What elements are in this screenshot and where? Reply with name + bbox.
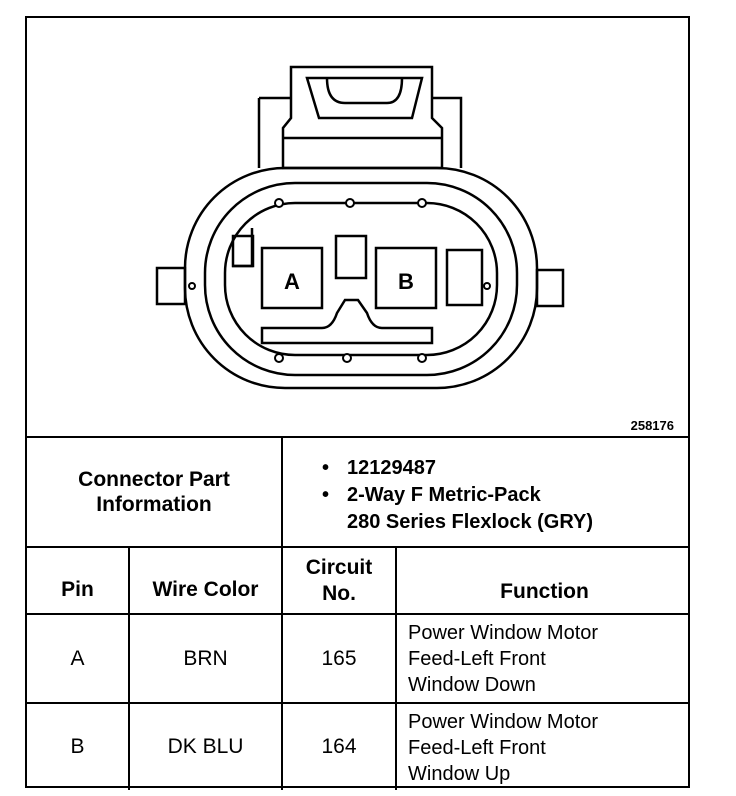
divider [27, 702, 688, 704]
header-pin: Pin [61, 578, 94, 601]
left-side-tab [155, 266, 187, 306]
dot [342, 353, 352, 363]
header-circuit: Circuit No. [283, 548, 395, 613]
part-info-details: • 12129487 • 2-Way F Metric-Pack 280 Serie… [322, 455, 593, 536]
dot [417, 198, 427, 208]
function-line: Window Down [408, 674, 536, 696]
terminal-cavity-b [374, 246, 438, 310]
divider [281, 436, 283, 546]
row-a-pin: A [70, 646, 85, 670]
part-info-label: Connector Part Information [27, 438, 281, 546]
part-number: 12129487 [347, 457, 436, 479]
dot [188, 282, 196, 290]
divider [281, 546, 283, 790]
divider [128, 546, 130, 790]
row-b-pin: B [70, 735, 85, 758]
row-a-circuit: 165 [321, 646, 357, 670]
dot [483, 282, 491, 290]
function-line: Feed-Left Front [408, 737, 546, 759]
dot [274, 198, 284, 208]
inner-cavity [223, 201, 499, 357]
function-line: Window Up [408, 763, 511, 785]
bullet-icon: • [322, 457, 330, 479]
function-line: Feed-Left Front [408, 648, 546, 670]
figure-number: 258176 [630, 418, 674, 433]
header-circuit-line1: Circuit [305, 555, 373, 579]
row-b-function: Power Window Motor Feed-Left Front Windo… [408, 709, 598, 787]
divider [27, 436, 688, 438]
header-function: Function [500, 580, 589, 603]
cavity-b-label: B [398, 269, 414, 294]
row-a-wire-color: BRN [183, 646, 228, 670]
function-line: Power Window Motor [408, 711, 599, 733]
divider [27, 613, 688, 615]
terminal-cavity-a [260, 246, 324, 310]
part-desc-line1: 2-Way F Metric-Pack [347, 484, 541, 506]
connector-drawing: A B [155, 65, 565, 390]
dot [417, 353, 427, 363]
right-side-tab [535, 268, 565, 308]
row-a-function: Power Window Motor Feed-Left Front Windo… [408, 620, 598, 698]
header-circuit-line2: No. [322, 581, 356, 605]
row-b-wire-color: DK BLU [167, 735, 244, 758]
bullet-icon: • [322, 484, 330, 506]
divider [395, 546, 397, 790]
dot [274, 353, 284, 363]
dot [345, 198, 355, 208]
part-desc-line2: 280 Series Flexlock (GRY) [347, 511, 594, 533]
part-info-label-line2: Information [96, 493, 212, 516]
header-wire-color: Wire Color [152, 578, 259, 601]
divider [27, 546, 688, 548]
row-b-circuit: 164 [321, 735, 357, 758]
cavity-a-label: A [284, 269, 300, 294]
function-line: Power Window Motor [408, 622, 599, 644]
diagram-frame: A B 258176 Connector Part Information • 1… [25, 16, 690, 790]
part-info-label-line1: Connector Part [78, 468, 230, 491]
